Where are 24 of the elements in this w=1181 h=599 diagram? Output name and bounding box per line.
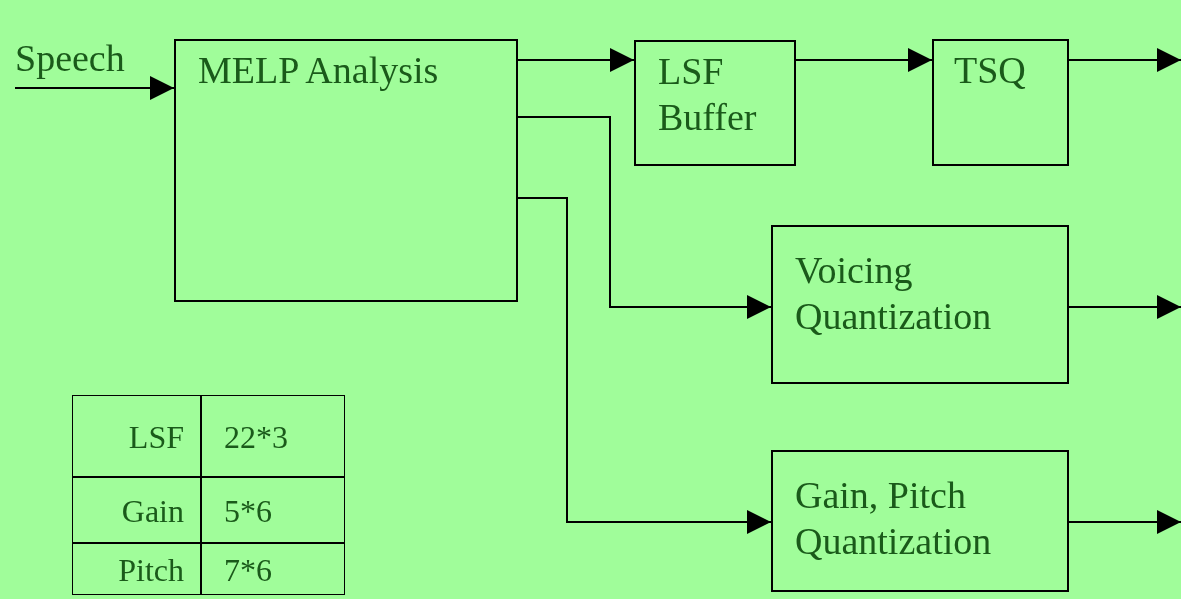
process-box xyxy=(634,40,796,166)
arrow xyxy=(1068,48,1181,72)
table-cell: LSF xyxy=(72,395,201,477)
process-box xyxy=(771,450,1069,592)
process-box xyxy=(932,39,1069,166)
arrow xyxy=(1068,295,1181,319)
table-cell: Gain xyxy=(72,477,201,543)
process-box xyxy=(174,39,518,302)
process-box xyxy=(771,225,1069,384)
box-label: MELP Analysis xyxy=(198,48,440,93)
arrow xyxy=(517,197,772,534)
table-cell: 7*6 xyxy=(201,543,345,595)
arrow xyxy=(1068,510,1181,534)
arrow xyxy=(517,116,772,319)
box-label: Gain, Pitch Quantization xyxy=(795,473,993,564)
box-label: Voicing Quantization xyxy=(795,248,993,339)
arrow xyxy=(14,76,175,100)
table-cell: Pitch xyxy=(72,543,201,595)
box-label: TSQ xyxy=(954,48,1027,93)
box-label: LSF Buffer xyxy=(658,49,758,140)
arrow xyxy=(517,48,635,72)
table-cell: 5*6 xyxy=(201,477,345,543)
table-cell: 22*3 xyxy=(201,395,345,477)
arrow xyxy=(795,48,933,72)
